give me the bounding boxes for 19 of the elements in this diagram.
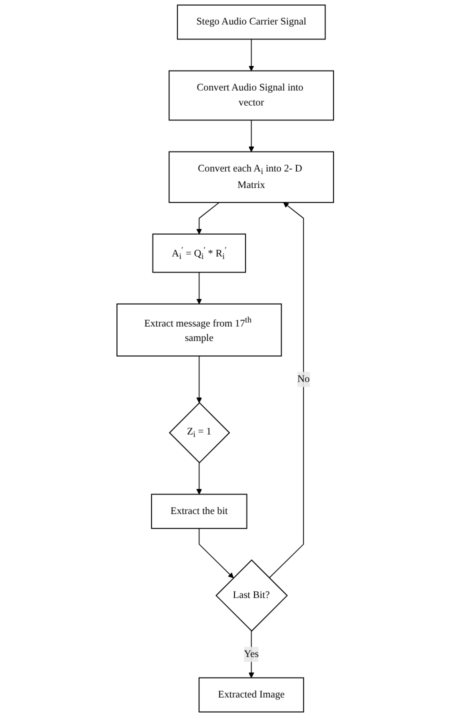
node-box: Extract the bit xyxy=(151,494,248,529)
arrow xyxy=(196,356,202,404)
node-box: Convert Audio Signal into vector xyxy=(168,70,334,121)
node-box: Extracted Image xyxy=(198,677,304,712)
edge-label: No xyxy=(298,374,310,384)
arrow xyxy=(269,202,304,578)
node-box: Extract message from 17$^{th}$ sample xyxy=(116,303,282,356)
arrow xyxy=(196,462,202,495)
node-box: Convert each A$_{i}$ into 2- D Matrix xyxy=(168,151,334,203)
node-diamond: Last Bit? xyxy=(216,559,288,632)
arrow xyxy=(248,120,254,152)
arrow xyxy=(248,630,254,678)
arrow xyxy=(196,202,220,234)
edge-label: Yes xyxy=(244,648,259,660)
arrow xyxy=(199,528,234,578)
arrow xyxy=(196,272,202,304)
arrow xyxy=(248,38,254,72)
node-diamond: Z$_{i}$ = 1 xyxy=(169,402,230,464)
node-box: Stego Audio Carrier Signal xyxy=(177,4,326,40)
